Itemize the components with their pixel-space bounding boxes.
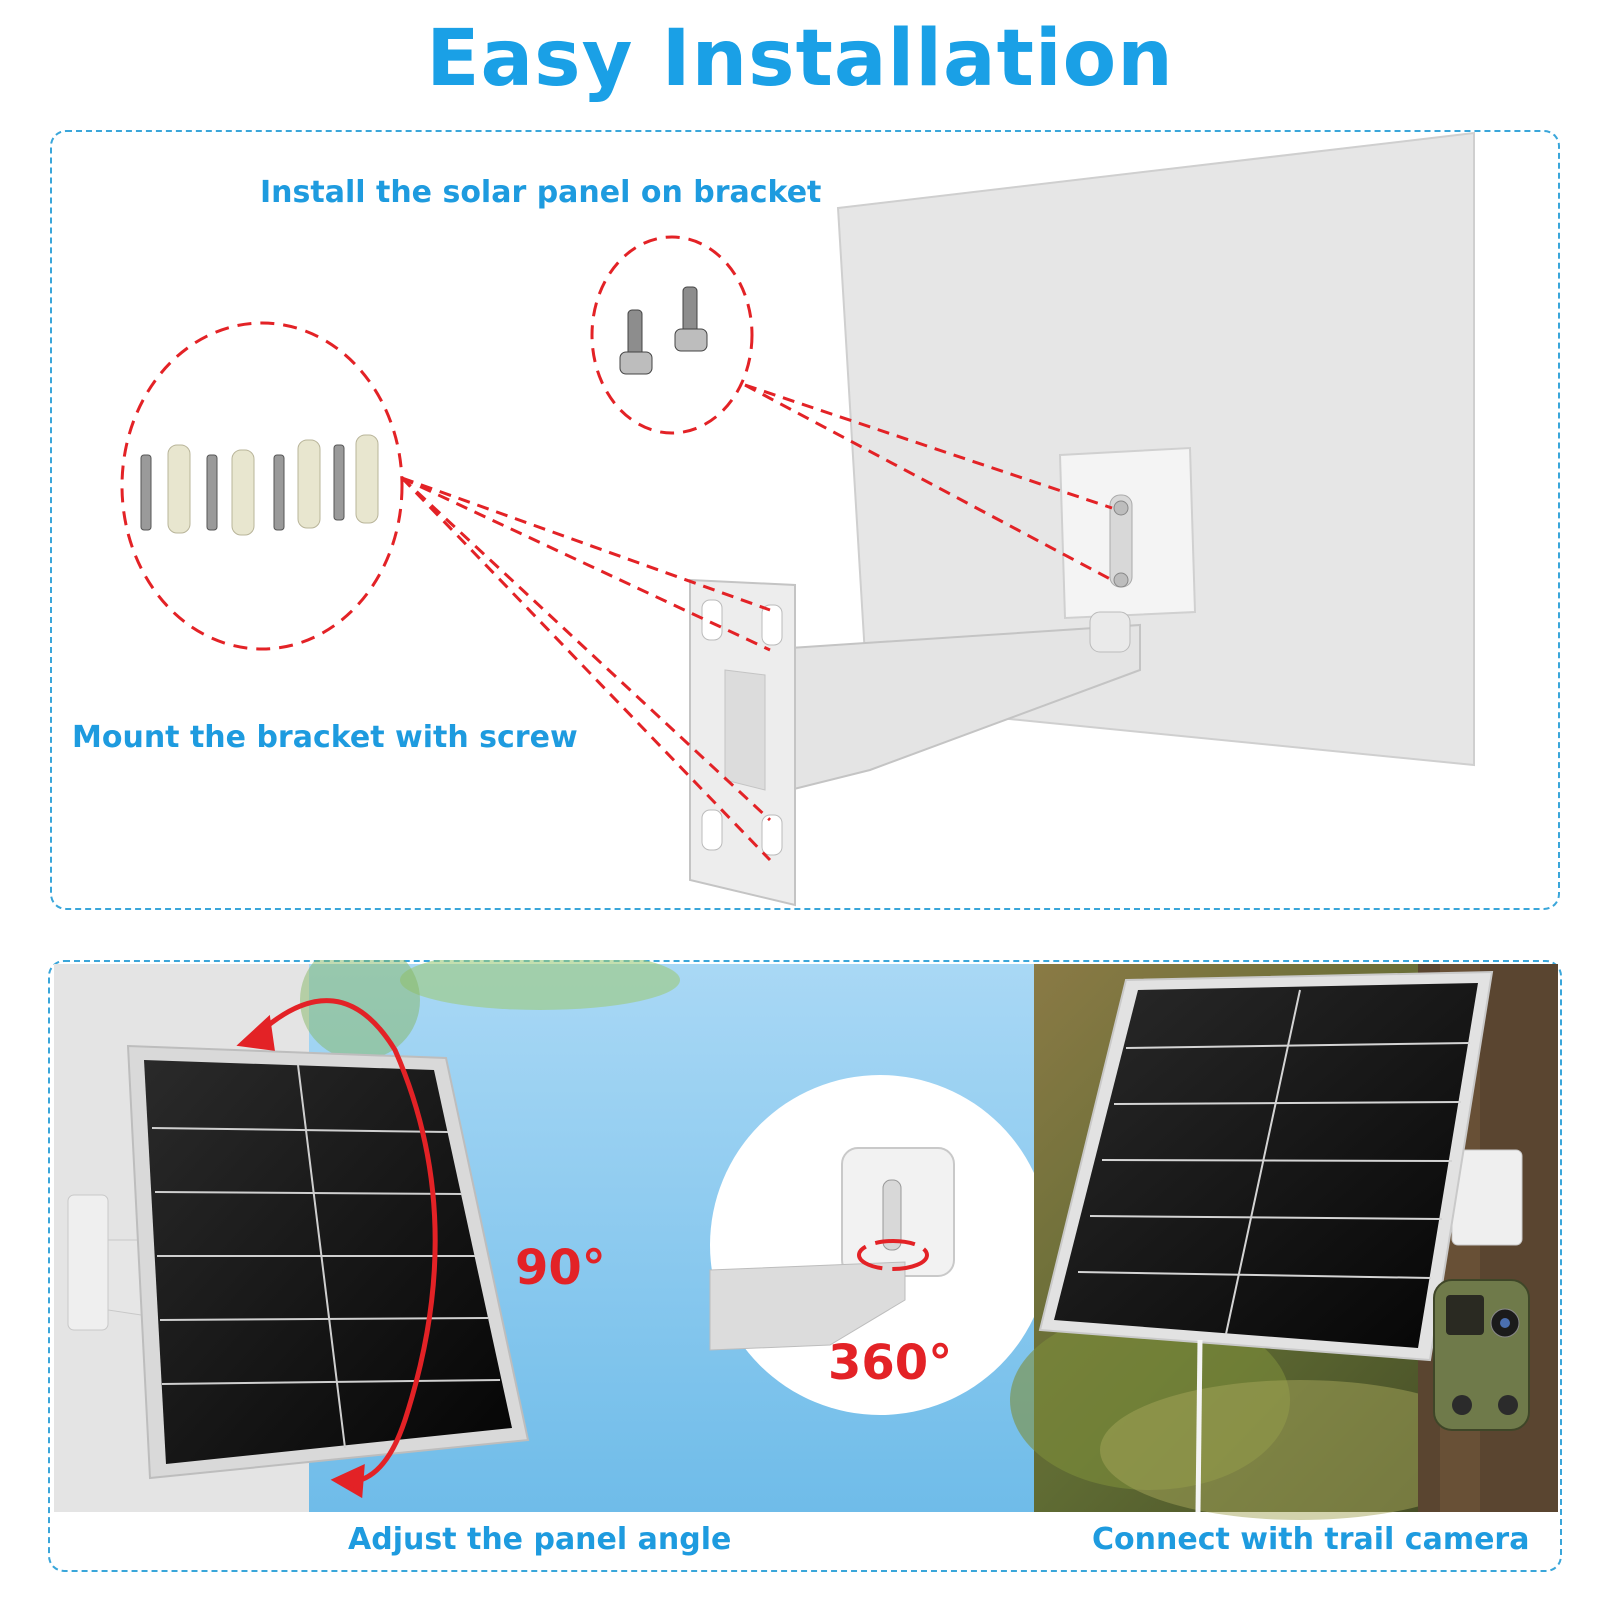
page-title: Easy Installation (426, 14, 1174, 104)
caption-install-panel: Install the solar panel on bracket (260, 175, 822, 210)
caption-adjust-angle: Adjust the panel angle (348, 1522, 732, 1557)
trail-camera-icon (1433, 1279, 1530, 1431)
usage-box (48, 960, 1562, 1572)
usage-illustration (54, 960, 1558, 1520)
install-illustration (120, 131, 1475, 907)
rotate-angle-label: 360° (828, 1335, 953, 1391)
solar-panel-back-icon (836, 131, 1475, 767)
caption-connect-camera: Connect with trail camera (1092, 1522, 1530, 1557)
panel-screws-icon (590, 235, 754, 435)
solar-panel-icon (1038, 970, 1494, 1513)
caption-mount-bracket: Mount the bracket with screw (72, 720, 578, 755)
install-steps-box (50, 130, 1560, 910)
screw-kit-icon (120, 321, 404, 651)
tilt-angle-label: 90° (515, 1240, 606, 1296)
hinge-detail-icon (709, 1075, 1050, 1415)
bracket-icon (689, 578, 1141, 907)
rotate-arrow-icon (236, 998, 438, 1499)
